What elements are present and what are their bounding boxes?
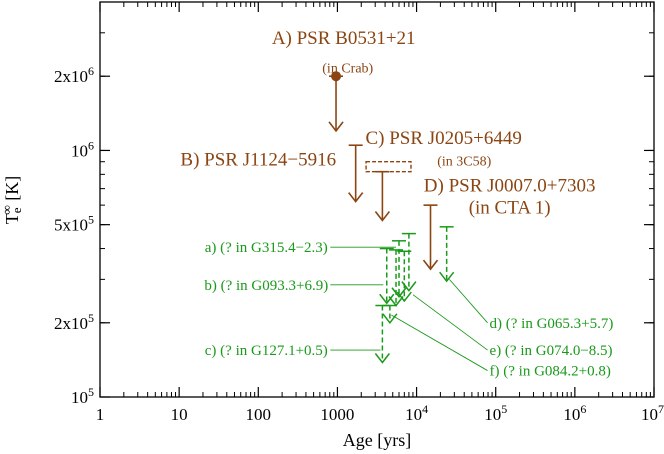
x-tick-label: 106	[563, 402, 586, 424]
x-tick-label: 104	[405, 402, 428, 424]
candidate-leader-4	[412, 294, 488, 351]
candidate-label-3: d) (? in G065.3+5.7)	[490, 316, 614, 332]
annotation-D-line-1: (in CTA 1)	[469, 198, 551, 219]
y-tick-label: 2x105	[54, 311, 94, 333]
limit-arrowhead	[422, 259, 439, 271]
limit-arrowhead	[379, 293, 395, 305]
upper-limit-arrow-c1	[374, 304, 390, 364]
y-tick-label: 106	[71, 138, 94, 160]
candidate-label-5: f) (? in G084.2+0.8)	[490, 364, 611, 380]
upper-limit-arrow-C	[374, 170, 391, 222]
y-tick-label: 5x105	[54, 213, 94, 235]
upper-limit-arrow-A	[328, 75, 344, 133]
limit-arrowhead	[439, 271, 455, 283]
limit-arrowhead	[374, 353, 390, 364]
x-axis-title: Age [yrs]	[343, 430, 411, 450]
annotation-B-line-0: B) PSR J1124−5916	[180, 149, 336, 170]
upper-limit-arrow-b1	[379, 247, 395, 305]
axes-layer: 1 10 100 1000 104 105 106 107 105 2x105 5x105 106 2x…	[54, 1, 664, 424]
candidate-leader-5	[391, 314, 488, 371]
candidate-label-2: c) (? in G127.1+0.5)	[205, 343, 328, 359]
upper-limit-arrow-D	[422, 204, 439, 271]
labels-layer: A) PSR B0531+21 (in Crab) B) PSR J1124−591…	[180, 28, 613, 379]
limit-arrowhead	[348, 192, 364, 203]
limit-arrowhead	[374, 210, 391, 222]
plot-frame	[99, 1, 655, 398]
limit-arrowhead	[328, 121, 344, 133]
y-tick-label: 105	[71, 385, 94, 407]
candidate-label-1: b) (? in G093.3+6.9)	[204, 278, 328, 294]
upper-limit-arrow-b3	[396, 250, 412, 303]
limit-arrowhead	[391, 287, 407, 298]
upper-limit-arrow-B	[348, 144, 364, 203]
x-tick-label: 1	[96, 405, 105, 424]
annotation-A-sub: (in Crab)	[322, 62, 373, 77]
limit-arrowhead	[396, 291, 412, 303]
y-axis-title: Te∞ [K]	[0, 176, 24, 225]
upper-limit-arrow-c2	[382, 304, 398, 325]
annotation-C-line-0: C) PSR J0205+6449	[365, 128, 521, 149]
x-tick-label: 107	[641, 402, 664, 424]
x-tick-label: 100	[246, 405, 272, 424]
annotation-C-sub: (in 3C58)	[437, 154, 491, 169]
annotation-A-line-0: A) PSR B0531+21	[272, 28, 416, 49]
candidate-label-0: a) (? in G315.4−2.3)	[205, 240, 328, 256]
c58-temperature-box	[365, 161, 412, 173]
x-tick-label: 10	[171, 405, 188, 424]
candidate-label-4: e) (? in G074.0−8.5)	[490, 343, 613, 359]
marks-layer	[328, 71, 455, 364]
x-tick-label: 105	[484, 402, 507, 424]
upper-limit-arrow-d1	[439, 226, 455, 283]
candidate-leader-3	[449, 279, 488, 324]
x-tick-label: 1000	[320, 405, 354, 424]
annotation-D-line-0: D) PSR J0007.0+7303	[424, 176, 596, 197]
y-tick-label: 2x106	[54, 64, 94, 86]
crab-data-point	[331, 71, 342, 82]
